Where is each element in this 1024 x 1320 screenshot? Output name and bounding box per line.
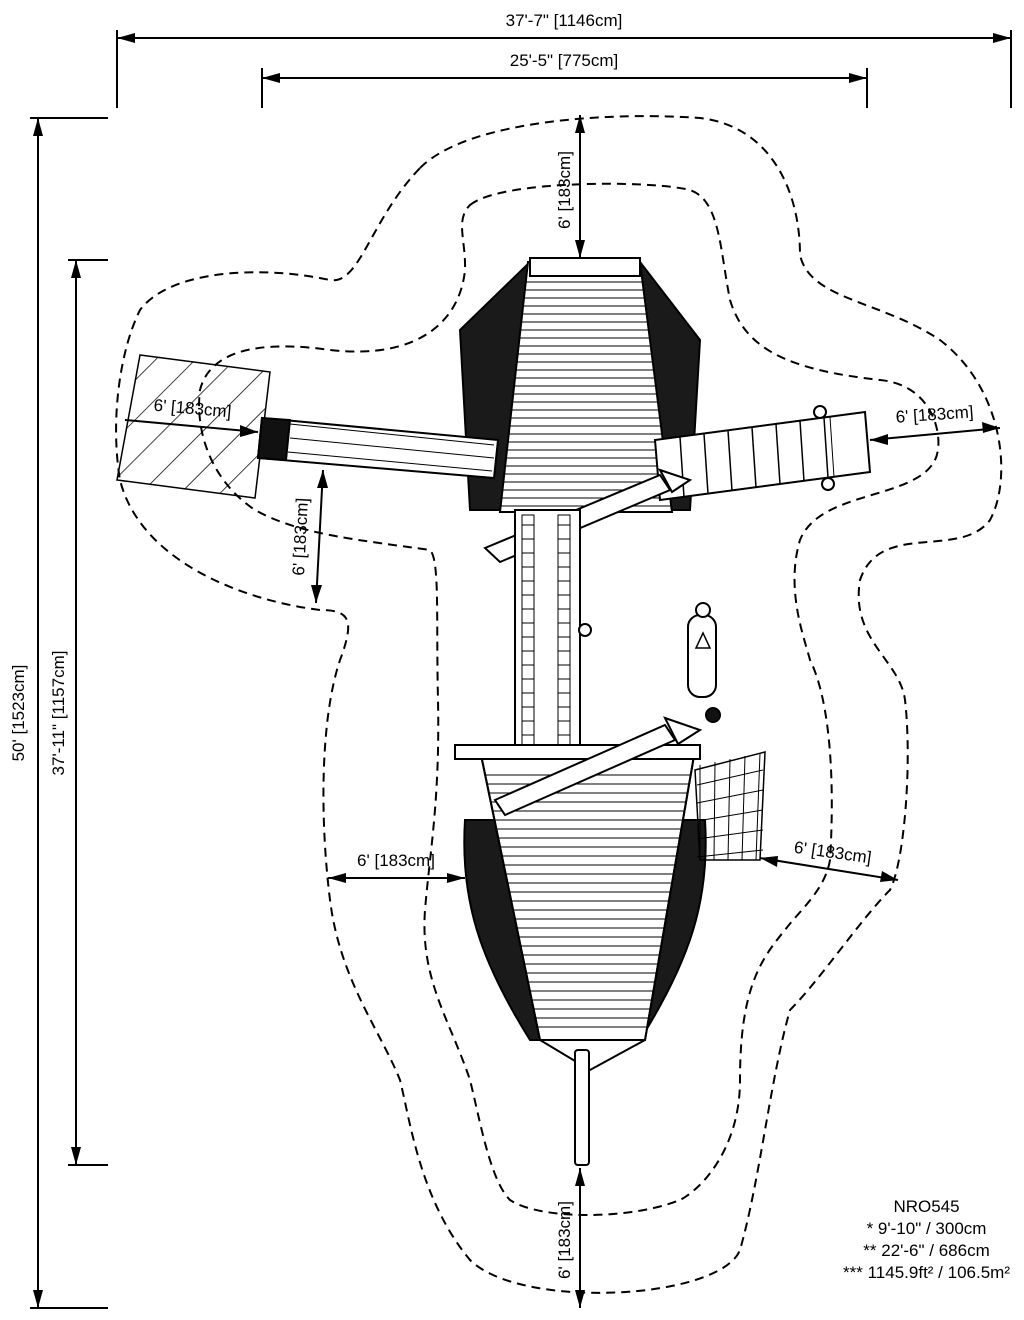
clearance-top-label: 6' [183cm]	[555, 151, 574, 229]
ramp-rung	[751, 427, 757, 488]
clearance-right-upper-label: 6' [183cm]	[895, 402, 974, 426]
clearance-bottom: 6' [183cm]	[555, 1168, 585, 1308]
net-strand	[727, 758, 731, 861]
net-grid	[696, 752, 764, 861]
ramp-rung	[727, 430, 733, 491]
structure-length-label: 37'-11" [1157cm]	[49, 651, 68, 776]
telescope-attachment	[687, 602, 721, 723]
clearance-left-lower-label: 6' [183cm]	[289, 497, 312, 576]
lower-boom-beam	[493, 716, 703, 817]
model-notes: NRO545 * 9'-10" / 300cm ** 22'-6" / 686c…	[843, 1196, 1010, 1284]
ramp-rung	[799, 420, 805, 482]
outer-safety-zone	[115, 115, 1003, 1294]
overall-width-label: 37'-7" [1146cm]	[506, 11, 623, 30]
clearance-right-upper: 6' [183cm]	[869, 402, 1001, 445]
net-strand	[696, 809, 764, 822]
ramp-rung	[679, 436, 685, 498]
connecting-bridge	[514, 509, 592, 756]
overall-width-dimension: 37'-7" [1146cm]	[116, 11, 1012, 108]
net-strand	[741, 755, 746, 861]
clearance-bottom-label: 6' [183cm]	[555, 1201, 574, 1279]
structure-width-label: 25'-5" [775cm]	[510, 51, 619, 70]
rope-ladder-ramp	[653, 405, 872, 502]
overall-length-dimension: 50' [1523cm]	[9, 117, 108, 1309]
ship-bowsprit	[536, 1039, 646, 1166]
lower-ship-hull	[454, 744, 707, 1041]
structure-width-dimension: 25'-5" [775cm]	[261, 51, 868, 108]
net-strand	[696, 829, 764, 840]
ramp-rung	[775, 424, 781, 485]
note-line-2: ** 22'-6" / 686cm	[863, 1241, 990, 1260]
upper-deck-planks	[500, 281, 672, 507]
net-strand	[755, 752, 761, 861]
ramp-rung	[823, 417, 829, 478]
clearance-left-ship: 6' [183cm]	[328, 851, 465, 883]
note-line-3: *** 1145.9ft² / 106.5m²	[843, 1263, 1010, 1282]
structure-length-dimension: 37'-11" [1157cm]	[49, 259, 108, 1166]
overall-length-label: 50' [1523cm]	[9, 665, 28, 762]
clearance-left-ship-label: 6' [183cm]	[357, 851, 435, 870]
model-number: NRO545	[893, 1197, 960, 1216]
inner-safety-zone	[198, 182, 940, 1216]
ramp-rungs	[679, 417, 829, 498]
tube-slide	[256, 416, 500, 480]
clearance-left-lower: 6' [183cm]	[289, 469, 328, 604]
note-line-1: * 9'-10" / 300cm	[866, 1219, 987, 1238]
lower-deck-planks	[485, 774, 691, 1028]
clearance-right-net: 6' [183cm]	[759, 838, 899, 882]
clearance-top: 6' [183cm]	[555, 115, 585, 258]
ramp-rung	[703, 433, 709, 494]
net-strand	[696, 789, 764, 804]
net-strand	[696, 849, 764, 858]
upper-tower-deck	[458, 257, 702, 513]
net-strand	[713, 761, 716, 861]
clearance-right-net-label: 6' [183cm]	[793, 838, 873, 868]
cargo-net	[694, 751, 766, 861]
